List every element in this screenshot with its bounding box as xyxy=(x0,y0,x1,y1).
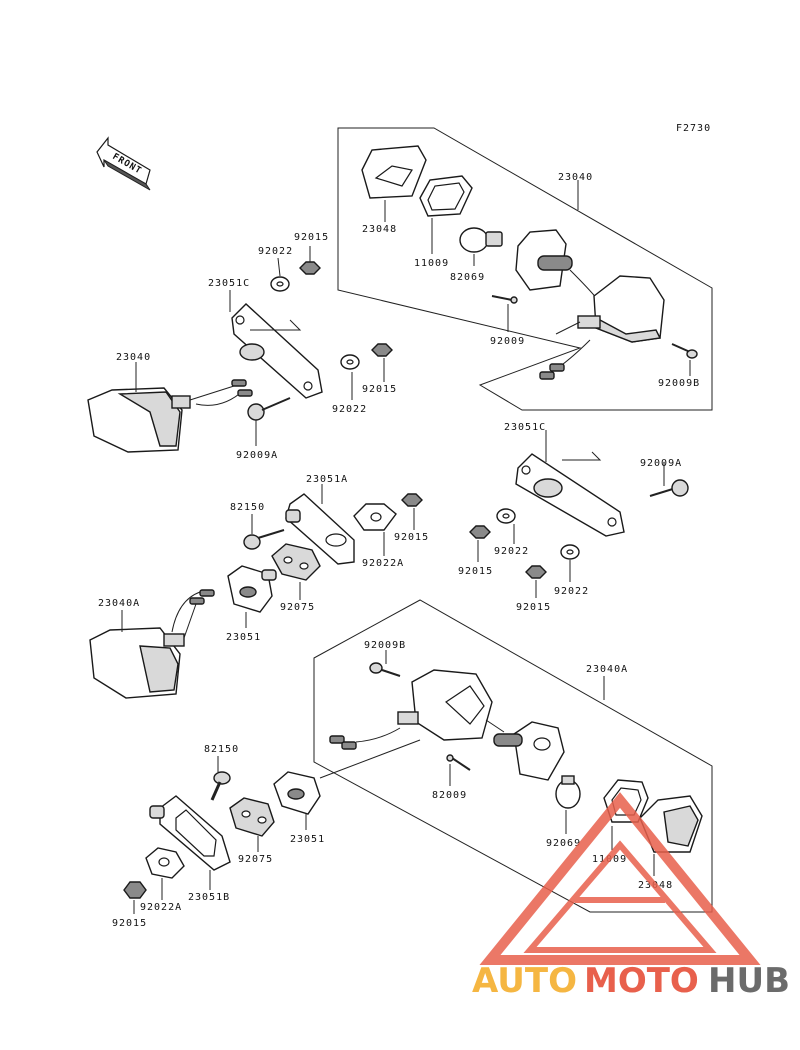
label-92015-f: 92015 xyxy=(112,918,147,929)
figure-code: F2730 xyxy=(676,123,711,134)
label-92015-d: 92015 xyxy=(516,602,551,613)
label-92022-b: 92022 xyxy=(332,404,367,415)
nut-92015-c xyxy=(469,525,491,539)
label-11009-top: 11009 xyxy=(414,258,449,269)
label-23051-b: 23051 xyxy=(290,834,325,845)
label-23051b: 23051B xyxy=(188,892,230,903)
label-23048-top: 23048 xyxy=(362,224,397,235)
label-92015-c: 92015 xyxy=(458,566,493,577)
grommet-92075-b xyxy=(229,797,275,837)
label-92015-b: 92015 xyxy=(362,384,397,395)
bracket-23051c-left xyxy=(231,303,323,399)
label-92009b-bottom: 92009B xyxy=(364,640,406,651)
bulb-92069-bottom xyxy=(555,775,581,809)
screw-82009-bottom xyxy=(446,754,471,771)
label-92009-top: 92009 xyxy=(490,336,525,347)
label-23040a-left: 23040A xyxy=(98,598,140,609)
label-92022a-a: 92022A xyxy=(362,558,404,569)
grommet-92075-a xyxy=(271,543,321,581)
label-82069-top: 82069 xyxy=(450,272,485,283)
watermark-text-hub: HUB xyxy=(708,961,790,1001)
label-23040a-right: 23040A xyxy=(586,664,628,675)
housing-23040a-left xyxy=(89,589,215,699)
automotohub-logo xyxy=(479,792,761,965)
label-82150-a: 82150 xyxy=(230,502,265,513)
grommet-23051-a xyxy=(227,565,277,613)
gasket-11009-top xyxy=(419,175,473,217)
label-92022a-b: 92022A xyxy=(140,902,182,913)
grommet-23051-b xyxy=(273,771,321,815)
washer-92022-b xyxy=(340,354,360,370)
label-82009-bottom: 82009 xyxy=(432,790,467,801)
plate-92022a-b xyxy=(145,847,185,879)
housing-23040-top xyxy=(539,275,665,380)
bolt-82150-a xyxy=(243,529,285,550)
label-92075-b: 92075 xyxy=(238,854,273,865)
label-92022-c: 92022 xyxy=(494,546,529,557)
housing-23040-left xyxy=(87,379,253,453)
assembly-box-top xyxy=(337,127,713,411)
label-82150-b: 82150 xyxy=(204,744,239,755)
washer-92022-c xyxy=(496,508,516,524)
screw-92009-top xyxy=(491,295,518,304)
bracket-23051c-right xyxy=(515,453,625,537)
nut-92015-e xyxy=(401,493,423,507)
label-92022-d: 92022 xyxy=(554,586,589,597)
watermark-text-auto: AUTO xyxy=(472,961,577,1001)
screw-92009b-top xyxy=(671,343,698,359)
washer-92022-a xyxy=(270,276,290,292)
nut-92015-b xyxy=(371,343,393,357)
bracket-23051a xyxy=(285,493,355,565)
nut-92015-f xyxy=(123,881,147,899)
nut-92015-d xyxy=(525,565,547,579)
label-92075-a: 92075 xyxy=(280,602,315,613)
label-92009a-right: 92009A xyxy=(640,458,682,469)
socket-housing-top xyxy=(515,229,599,301)
housing-23040a-bottom xyxy=(329,669,505,750)
label-23051c-left: 23051C xyxy=(208,278,250,289)
label-92022-a: 92022 xyxy=(258,246,293,257)
plate-92022a-a xyxy=(353,503,397,531)
label-23051c-right: 23051C xyxy=(504,422,546,433)
bolt-82150-b xyxy=(210,771,231,801)
socket-bottom xyxy=(493,721,565,781)
lens-23048-top xyxy=(361,145,427,199)
watermark-text-moto: MOTO xyxy=(584,961,699,1001)
bolt-92009a-right xyxy=(649,479,689,497)
label-92069-bottom: 92069 xyxy=(546,838,581,849)
label-92009b-top: 92009B xyxy=(658,378,700,389)
label-23040-top: 23040 xyxy=(558,172,593,183)
label-23051a: 23051A xyxy=(306,474,348,485)
label-92015-a: 92015 xyxy=(294,232,329,243)
label-23040-left: 23040 xyxy=(116,352,151,363)
front-arrow-icon: FRONT xyxy=(96,136,151,191)
label-92009a-left: 92009A xyxy=(236,450,278,461)
label-92015-e: 92015 xyxy=(394,532,429,543)
bracket-23051b xyxy=(149,795,231,871)
washer-92022-d xyxy=(560,544,580,560)
screw-92009b-bottom xyxy=(369,662,401,677)
bulb-82069-top xyxy=(459,227,503,253)
bolt-92009a-left xyxy=(247,397,291,421)
label-23051-a: 23051 xyxy=(226,632,261,643)
nut-92015-a xyxy=(299,261,321,275)
